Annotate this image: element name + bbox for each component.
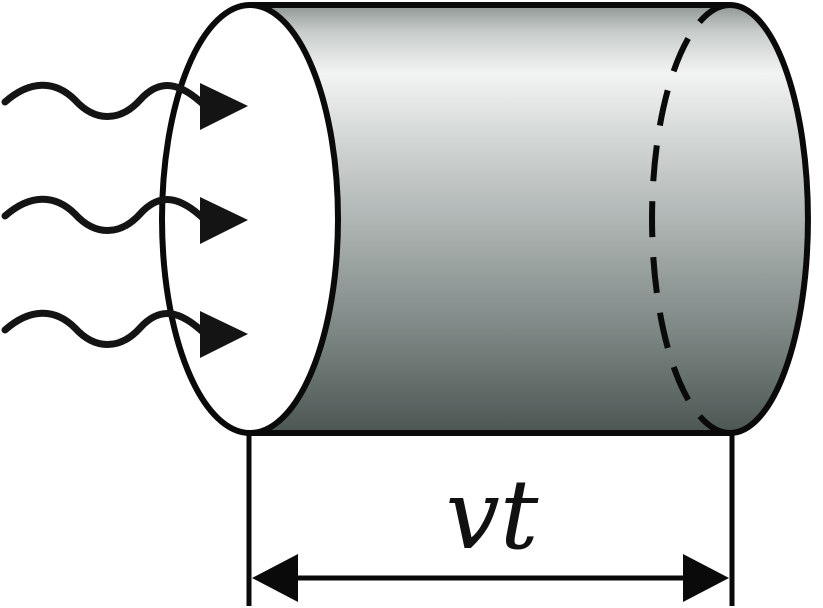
dimension-label: vt [446,459,539,571]
dimension-arrow-right [683,554,729,602]
dimension-arrow-left [252,554,298,602]
wavy-arrow-icon [1,195,248,244]
cylinder-body [250,5,808,433]
wavy-arrows [1,81,248,358]
wavy-arrow-icon [1,309,248,358]
cylinder-back-outline [727,2,811,436]
cylinder-back-hidden-edge [649,2,731,436]
wavy-arrow-icon [1,81,248,130]
